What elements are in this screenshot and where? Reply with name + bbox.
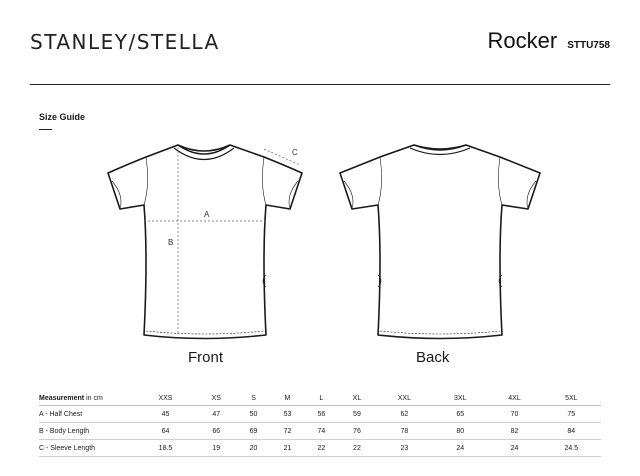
table-cell: 80: [433, 422, 488, 440]
label-a: A: [204, 210, 210, 219]
label-b: B: [168, 238, 173, 247]
back-tshirt-illustration: [339, 144, 541, 340]
table-cell: 24: [433, 439, 488, 457]
product-code: STTU758: [567, 40, 610, 51]
table-row: B - Body Length 64 66 69 72 74 76 78 80 …: [39, 422, 601, 440]
table-cell: 62: [375, 405, 434, 423]
header-divider: [30, 84, 610, 85]
table-cell: 53: [270, 405, 305, 423]
size-header: XXL: [375, 392, 434, 406]
size-header: XS: [195, 392, 237, 406]
table-cell: 24: [487, 439, 542, 457]
table-row: A - Half Chest 45 47 50 53 56 59 62 65 7…: [39, 405, 601, 423]
table-cell: 84: [541, 422, 601, 440]
front-tshirt-illustration: A B C: [107, 144, 303, 340]
row-label: A - Half Chest: [39, 405, 135, 423]
size-header: L: [304, 392, 339, 406]
size-header: S: [236, 392, 271, 406]
table-cell: 70: [487, 405, 542, 423]
table-cell: 75: [541, 405, 601, 423]
table-cell: 69: [236, 422, 271, 440]
row-label: C - Sleeve Length: [39, 439, 135, 457]
back-view-caption: Back: [416, 349, 450, 366]
sleeve-measure-line: [263, 148, 301, 166]
size-header: 4XL: [487, 392, 542, 406]
size-header: XL: [338, 392, 376, 406]
label-c: C: [292, 148, 298, 157]
table-cell: 18.5: [135, 439, 196, 457]
table-cell: 74: [304, 422, 339, 440]
row-label: B - Body Length: [39, 422, 135, 440]
table-cell: 47: [195, 405, 237, 423]
brand-logo: STANLEY/STELLA: [30, 30, 220, 54]
table-cell: 45: [135, 405, 196, 423]
size-table: Measurement in cm XXS XS S M L XL XXL 3X…: [39, 392, 601, 457]
size-header: M: [270, 392, 305, 406]
table-row: C - Sleeve Length 18.5 19 20 21 22 22 23…: [39, 439, 601, 457]
section-title-underline: [39, 129, 52, 130]
front-view-caption: Front: [188, 349, 224, 366]
table-cell: 59: [338, 405, 376, 423]
table-cell: 20: [236, 439, 271, 457]
size-header: 3XL: [433, 392, 488, 406]
size-table-header-row: Measurement in cm XXS XS S M L XL XXL 3X…: [39, 392, 601, 406]
table-cell: 65: [433, 405, 488, 423]
size-header: 5XL: [541, 392, 601, 406]
table-cell: 23: [375, 439, 434, 457]
table-cell: 82: [487, 422, 542, 440]
section-title: Size Guide: [39, 112, 86, 122]
table-cell: 22: [304, 439, 339, 457]
table-cell: 22: [338, 439, 376, 457]
table-cell: 76: [338, 422, 376, 440]
table-cell: 50: [236, 405, 271, 423]
size-header: XXS: [135, 392, 196, 406]
table-cell: 21: [270, 439, 305, 457]
table-cell: 56: [304, 405, 339, 423]
table-cell: 66: [195, 422, 237, 440]
measurement-header: Measurement in cm: [39, 392, 135, 406]
product-heading: Rocker STTU758: [488, 28, 610, 54]
table-cell: 72: [270, 422, 305, 440]
table-cell: 78: [375, 422, 434, 440]
table-cell: 64: [135, 422, 196, 440]
table-cell: 24.5: [541, 439, 601, 457]
product-name: Rocker: [487, 28, 558, 53]
table-cell: 19: [195, 439, 237, 457]
